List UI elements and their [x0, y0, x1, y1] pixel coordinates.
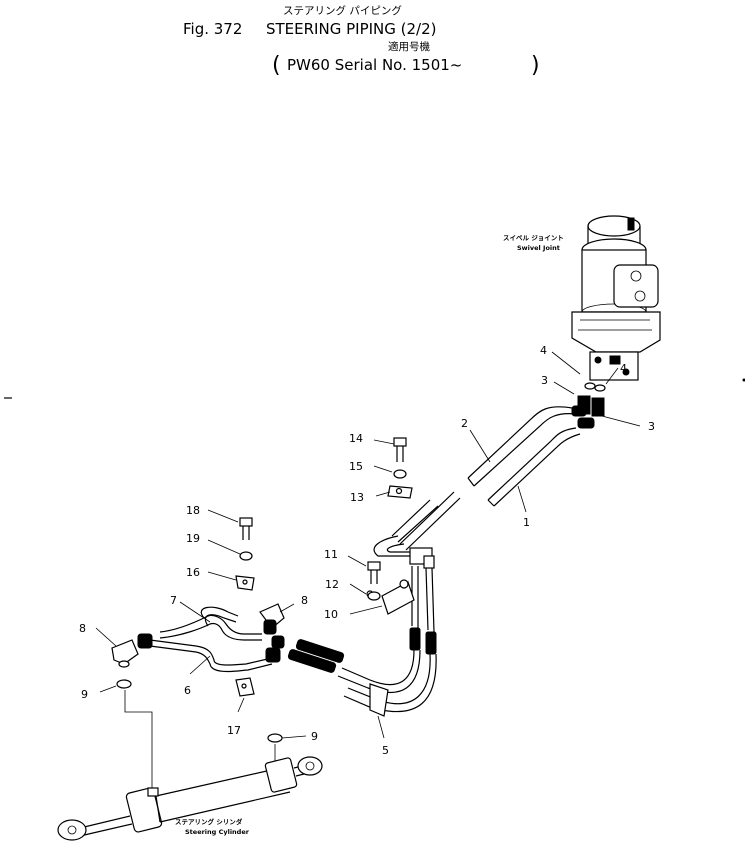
callout-19: 19: [186, 532, 200, 545]
callout-11: 11: [324, 548, 338, 561]
callout-12: 12: [325, 578, 339, 591]
applicable-paren-close: ): [531, 53, 540, 78]
swivel-fittings: [571, 382, 606, 429]
title-japanese: ステアリング パイピング: [283, 4, 402, 17]
callout-18: 18: [186, 504, 200, 517]
tubes-6-7: [149, 606, 273, 673]
applicable-paren-open: (: [272, 53, 281, 78]
callout-1: 1: [523, 516, 530, 529]
callout-10: 10: [324, 608, 338, 621]
leader-lines: [95, 351, 641, 739]
callout-9-left: 9: [81, 688, 88, 701]
clamp-13-bracket-10: [366, 485, 415, 615]
callout-3-lower: 3: [648, 420, 655, 433]
callout-17: 17: [227, 724, 241, 737]
fittings-8: [111, 603, 285, 668]
callout-14: 14: [349, 432, 363, 445]
callout-3-upper: 3: [541, 374, 548, 387]
hose-5: [287, 627, 437, 717]
callout-4-right: 4: [620, 362, 627, 375]
swivel-joint-label: Swivel Joint: [517, 244, 560, 252]
callout-13: 13: [350, 491, 364, 504]
o-rings-9: [116, 679, 283, 743]
callout-labels: 1 2 3 3 4 4 5 6 7 8 8 9 9 10 11 12 13 14…: [79, 344, 655, 757]
callout-6: 6: [184, 684, 191, 697]
bolt-11-washer-12: [367, 561, 381, 601]
callout-9-right: 9: [311, 730, 318, 743]
swivel-joint-label-jp: スイベル ジョイント: [503, 234, 564, 242]
callout-16: 16: [186, 566, 200, 579]
pipe-bend-center: [373, 535, 435, 633]
steering-cylinder-label: Steering Cylinder: [185, 828, 250, 836]
callout-7: 7: [170, 594, 177, 607]
callout-2: 2: [461, 417, 468, 430]
applicable-japanese: 適用号機: [388, 40, 430, 53]
callout-15: 15: [349, 460, 363, 473]
bolt-14-washer-15: [393, 437, 407, 479]
figure-title: STEERING PIPING (2/2): [266, 20, 437, 38]
figure-label: Fig. 372: [183, 20, 242, 38]
callout-8-left: 8: [79, 622, 86, 635]
callout-5: 5: [382, 744, 389, 757]
steering-cylinder-label-jp: ステアリング シリンダ: [175, 817, 243, 826]
swivel-joint-drawing: [571, 215, 661, 381]
steering-cylinder-drawing: [57, 690, 323, 841]
callout-8-right: 8: [301, 594, 308, 607]
hoses-1-2: [391, 406, 581, 551]
callout-4-left: 4: [540, 344, 547, 357]
applicable-serial: PW60 Serial No. 1501~: [287, 56, 462, 74]
bolt-18-washer-19-clamp-16: [235, 517, 255, 697]
margin-mark-right: [742, 378, 745, 382]
